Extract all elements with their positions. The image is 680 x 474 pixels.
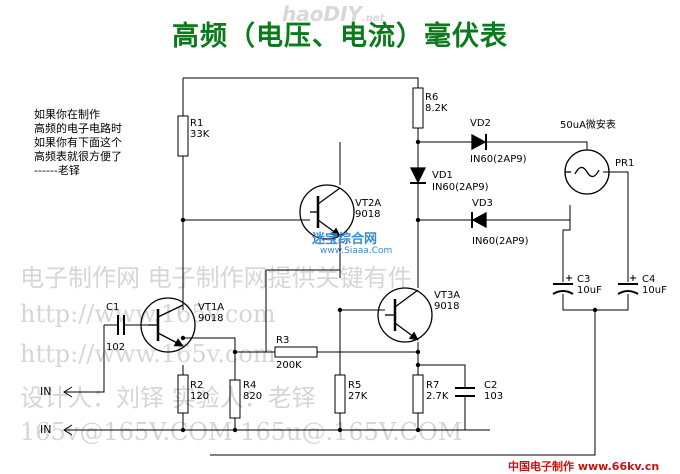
wire [562,205,571,282]
note-line: 如果你有下面这个 [34,136,122,149]
resistor-r7 [412,374,424,414]
page-title: 高频（电压、电流）毫伏表 [172,21,508,52]
diode-vd3 [471,211,487,229]
label-vd3-value: IN60(2AP9) [472,236,529,247]
stamp-url: www.Siaaa.Com [320,246,393,256]
wire [183,77,419,88]
note-line: ------老铎 [34,164,80,177]
label-c1-value: 102 [106,342,126,353]
diode-vd2 [471,133,487,151]
note-line: 高频的电子电路时 [34,122,122,135]
watermark-line: 电子制作网 电子制作网提供关键有件 [20,264,412,292]
resistor-r1 [177,115,189,157]
watermark-line: http://www.165v.com [20,340,276,368]
resistor-r2 [177,374,189,414]
label-c1: C1 [106,302,120,313]
resistor-r4 [229,379,241,419]
label-input-1: IN [40,385,52,398]
wire [486,205,571,221]
wire [183,337,236,380]
resistor-r6 [412,87,424,129]
resistor-r3 [274,346,318,358]
capacitor-c4 [617,290,639,295]
diode-vd1 [409,167,427,184]
transistor-vt1a [140,297,196,353]
label-input-2: IN [40,423,52,436]
label-vd1: VD1 [432,170,453,181]
note-line: 如果你在制作 [34,108,100,121]
footer-brand: 中国电子制作 www.66kv.cn [508,460,660,473]
haodiy-logo: haoDIY.net [282,2,385,26]
transistor-vt2a [299,184,355,240]
label-pr1: PR1 [615,158,635,169]
wire [486,141,588,150]
label-r3: R3 [276,335,290,346]
label-vd3: VD3 [472,198,493,209]
watermark-line: 165v@165V.COM 165u@.165V.COM [20,418,463,446]
label-vd1-value: IN60(2AP9) [432,182,489,193]
wire [210,310,596,456]
wire [64,325,105,393]
resistor-r5 [334,374,346,414]
wire [464,396,490,431]
label-vd2-value: IN60(2AP9) [470,154,527,165]
junction-dots [180,139,598,433]
watermark-line: http://www.165v.com [20,300,276,328]
label-r3-value: 200K [276,360,302,371]
author-note: 如果你在制作 高频的电子电路时 如果你有下面这个 高频表就很方便了 ------… [34,108,122,178]
capacitor-c3 [552,290,574,295]
transistor-vt3a [377,287,433,343]
wire [562,294,629,311]
wire [603,171,629,282]
label-vd2: VD2 [470,118,491,129]
wire [418,364,466,388]
stamp-text: 迷宝综合网 [312,232,378,247]
note-line: 高频表就很方便了 [34,150,122,163]
label-meter: 50uA微安表 [560,120,616,131]
